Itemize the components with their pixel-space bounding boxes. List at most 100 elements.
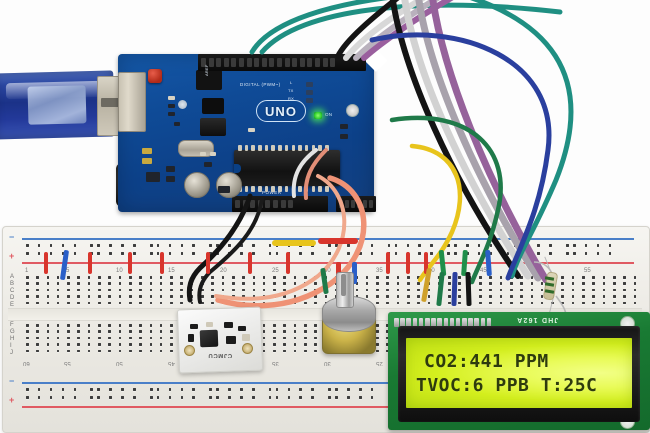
red-jumper-10 [424, 252, 428, 274]
arduino-smd-part [142, 148, 152, 154]
arduino-tx-led [306, 90, 313, 95]
ccs811-silkscreen-label: CJMCU [207, 352, 233, 358]
ccs811-smd-part [206, 322, 213, 327]
arduino-reset-button[interactable] [148, 69, 162, 83]
breadboard-row-label-h: H [10, 336, 15, 342]
red-jumper-9 [406, 252, 410, 274]
arduino-mcu-notch [234, 164, 241, 173]
usb-cable-window [27, 85, 87, 125]
breadboard-bottom-col-label-25: 25 [376, 360, 383, 366]
breadboard-row-label-g: G [10, 329, 15, 335]
ccs811-sensor-chip [199, 329, 219, 348]
ccs811-smd-part [238, 326, 246, 331]
arduino-aref-label: AREF [204, 64, 209, 76]
breadboard-bottom-col-label-35: 35 [272, 360, 279, 366]
breadboard-col-label-25: 25 [272, 268, 279, 274]
yellow-jumper-lead [272, 240, 316, 246]
arduino-smd-part [340, 134, 348, 139]
arduino-analog-header [336, 196, 376, 212]
arduino-smd-part [210, 152, 216, 156]
arduino-rx-led-label: RX [288, 96, 294, 101]
ccs811-mounting-hole-left [184, 345, 195, 356]
arduino-tx-led-label: TX [288, 88, 294, 93]
red-jumper-6 [248, 252, 252, 274]
lcd-pcb-marking: JHD 162A [516, 316, 559, 323]
arduino-icsp-header [202, 98, 224, 114]
arduino-smd-part [340, 124, 348, 129]
breadboard-bottom-col-label-45: 45 [168, 360, 175, 366]
breadboard-col-label-1: 1 [25, 268, 29, 274]
breadboard-bottom-negative-sign: − [9, 376, 15, 386]
red-jumper-2 [88, 252, 92, 274]
ccs811-smd-part [190, 324, 198, 329]
breadboard-col-label-35: 35 [376, 268, 383, 274]
breadboard-bottom-negative-rail-line [22, 382, 634, 384]
breadboard-top-positive-sign: + [9, 251, 15, 261]
red-jumper-8 [386, 252, 390, 274]
lcd-pin-header [392, 316, 542, 329]
usb-connector-slot [101, 98, 129, 107]
red-jumper-1 [44, 252, 48, 274]
arduino-power-led [314, 112, 322, 119]
arduino-smd-part [204, 162, 212, 167]
breadboard-bottom-positive-sign: + [9, 395, 15, 405]
arduino-electrolytic-capacitor-1 [184, 172, 210, 198]
white-wire [343, 0, 426, 61]
arduino-l-led [306, 82, 313, 87]
breadboard-top-negative-sign: − [9, 232, 15, 242]
breadboard-col-label-20: 20 [220, 268, 227, 274]
teal-wire [259, 2, 563, 55]
breadboard-bottom-col-label-55: 55 [64, 360, 71, 366]
potentiometer-shaft-slot [341, 274, 346, 296]
teal-wire-2 [249, 0, 389, 55]
lcd-line-1: CO2:441 PPM [424, 350, 549, 372]
breadboard-row-label-b: B [10, 281, 15, 287]
arduino-smd-part [168, 104, 175, 108]
breadboard-row-label-c: C [10, 288, 15, 294]
breadboard-col-label-50: 50 [532, 268, 539, 274]
lcd-line-2: TVOC:6 PPB T:25C [416, 374, 598, 396]
arduino-mcu-legs-bottom [238, 186, 329, 192]
lcd-screen [406, 338, 632, 408]
arduino-smd-part [174, 122, 180, 126]
red-jumper-4 [160, 252, 164, 274]
ccs811-smd-part [242, 334, 250, 341]
red-jumper-7 [286, 252, 290, 274]
breadboard-col-label-15: 15 [168, 268, 175, 274]
breadboard-row-label-e: E [10, 302, 15, 308]
arduino-voltage-regulator [200, 118, 226, 136]
pot-blue-wire [352, 262, 357, 284]
breadboard-bottom-positive-rail-line [22, 406, 634, 408]
breadboard-top-positive-rail-line [22, 262, 634, 264]
arduino-mounting-hole-left [178, 100, 187, 109]
arduino-smd-part [200, 152, 206, 156]
breadboard-col-label-5: 5 [66, 268, 70, 274]
lcd-text-area: CO2:441 PPM TVOC:6 PPB T:25C [414, 340, 628, 406]
red-jumper-3 [128, 252, 132, 274]
arduino-smd-part [166, 176, 175, 182]
arduino-atmega-mcu [234, 150, 340, 186]
black-wire [335, 0, 400, 59]
arduino-smd-part [168, 112, 175, 116]
breadboard-row-label-a: A [10, 274, 15, 280]
red-jumper-5 [206, 252, 210, 274]
arduino-smd-part [218, 186, 230, 193]
arduino-l-led-label: L [290, 80, 293, 85]
ccs811-smd-part [188, 334, 194, 342]
breadboard-bottom-col-label-50: 50 [116, 360, 123, 366]
breadboard-row-label-i: I [10, 343, 12, 349]
breadboard-row-label-d: D [10, 295, 15, 301]
arduino-rx-led [306, 98, 313, 103]
breadboard-col-label-55: 55 [584, 268, 591, 274]
purple-wire [361, 0, 454, 61]
arduino-digital-header-label: DIGITAL (PWM~) [240, 82, 281, 87]
arduino-smd-part [248, 128, 255, 132]
breadboard-bottom-col-label-60: 60 [23, 360, 30, 366]
arduino-mcu-legs-top [238, 145, 329, 151]
ccs811-smd-part [224, 322, 233, 328]
arduino-icsp2-header [196, 70, 222, 90]
breadboard-bottom-col-label-30: 30 [324, 360, 331, 366]
red-jumper-lead [318, 238, 358, 244]
arduino-smd-part [168, 96, 175, 100]
